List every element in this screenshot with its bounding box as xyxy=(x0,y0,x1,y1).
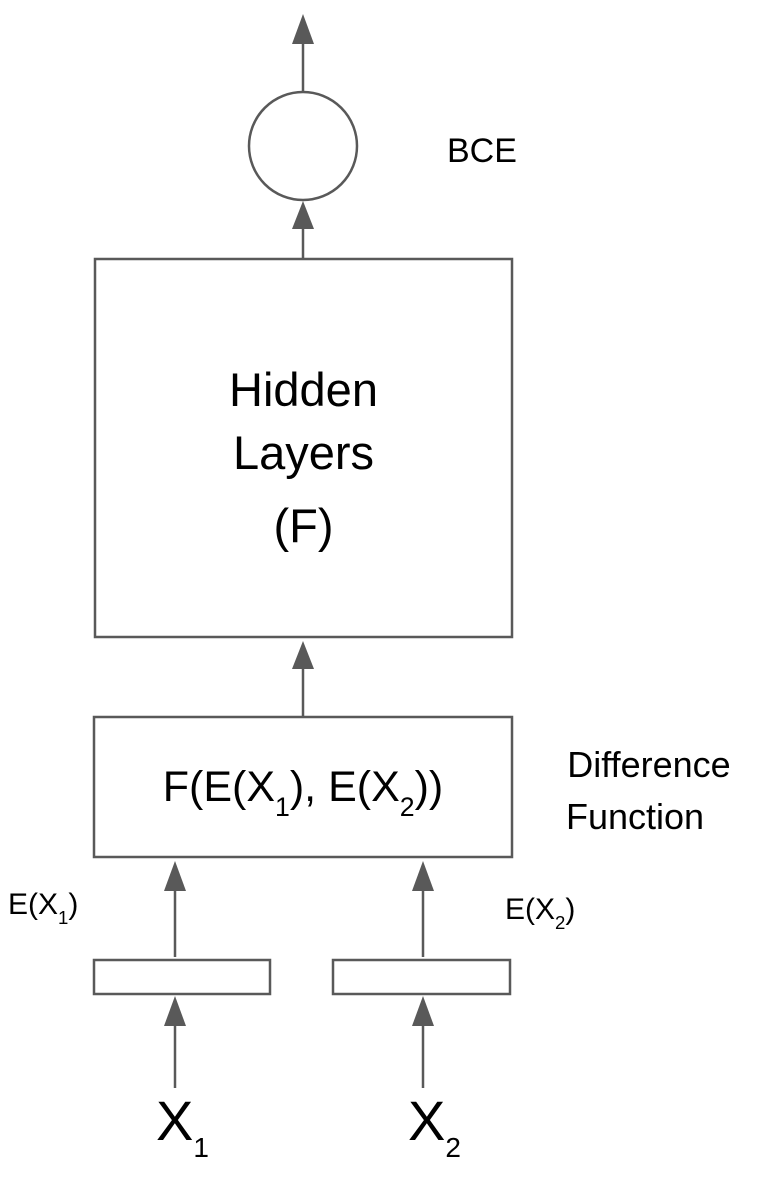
embedding-1-label: E(X1) xyxy=(8,888,79,928)
embedding-2-label: E(X2) xyxy=(505,893,576,933)
embedding-1-sub: 1 xyxy=(58,907,69,929)
embedding-1-base: E(X xyxy=(8,888,59,921)
difference-function-box xyxy=(92,715,514,859)
hidden-layers-box xyxy=(93,257,514,639)
difference-expression: F(E(X1), E(X2)) xyxy=(94,763,512,822)
difference-expr-sub2: 2 xyxy=(399,791,415,822)
input-2-label: X2 xyxy=(408,1088,461,1163)
embedding-2-arrowhead xyxy=(412,861,434,891)
input-2-base: X xyxy=(408,1089,446,1152)
difference-expr-part2: ), E(X xyxy=(289,763,400,811)
difference-function-label-line1: Difference xyxy=(567,744,731,785)
output-arrowhead xyxy=(292,14,314,44)
embedding-1-arrowhead xyxy=(164,861,186,891)
input-1-base: X xyxy=(156,1089,194,1152)
difference-to-hidden-arrowhead xyxy=(292,641,314,669)
input-2-arrowhead xyxy=(412,996,434,1026)
embedding-2-sub: 2 xyxy=(555,912,566,934)
input-1-arrowhead xyxy=(164,996,186,1026)
difference-expr-part1: F(E(X xyxy=(162,763,276,811)
input-1-label: X1 xyxy=(156,1088,209,1163)
difference-expr-sub1: 1 xyxy=(275,791,290,822)
hidden-layers-line3: (F) xyxy=(273,499,334,552)
difference-expr-part3: )) xyxy=(414,763,444,811)
embedding-1-bar xyxy=(92,958,272,996)
embedding-2-base: E(X xyxy=(505,893,556,926)
embedding-1-close: ) xyxy=(68,888,79,921)
difference-function-label-line2: Function xyxy=(565,796,705,837)
hidden-to-bce-arrowhead xyxy=(292,201,314,229)
input-2-sub: 2 xyxy=(445,1131,461,1163)
bce-output-node xyxy=(247,90,359,202)
embedding-2-close: ) xyxy=(565,893,576,926)
bce-label: BCE xyxy=(447,132,517,170)
hidden-layers-line1: Hidden xyxy=(229,363,378,416)
input-1-sub: 1 xyxy=(193,1131,209,1163)
hidden-layers-line2: Layers xyxy=(232,426,375,479)
embedding-2-bar xyxy=(331,958,512,996)
